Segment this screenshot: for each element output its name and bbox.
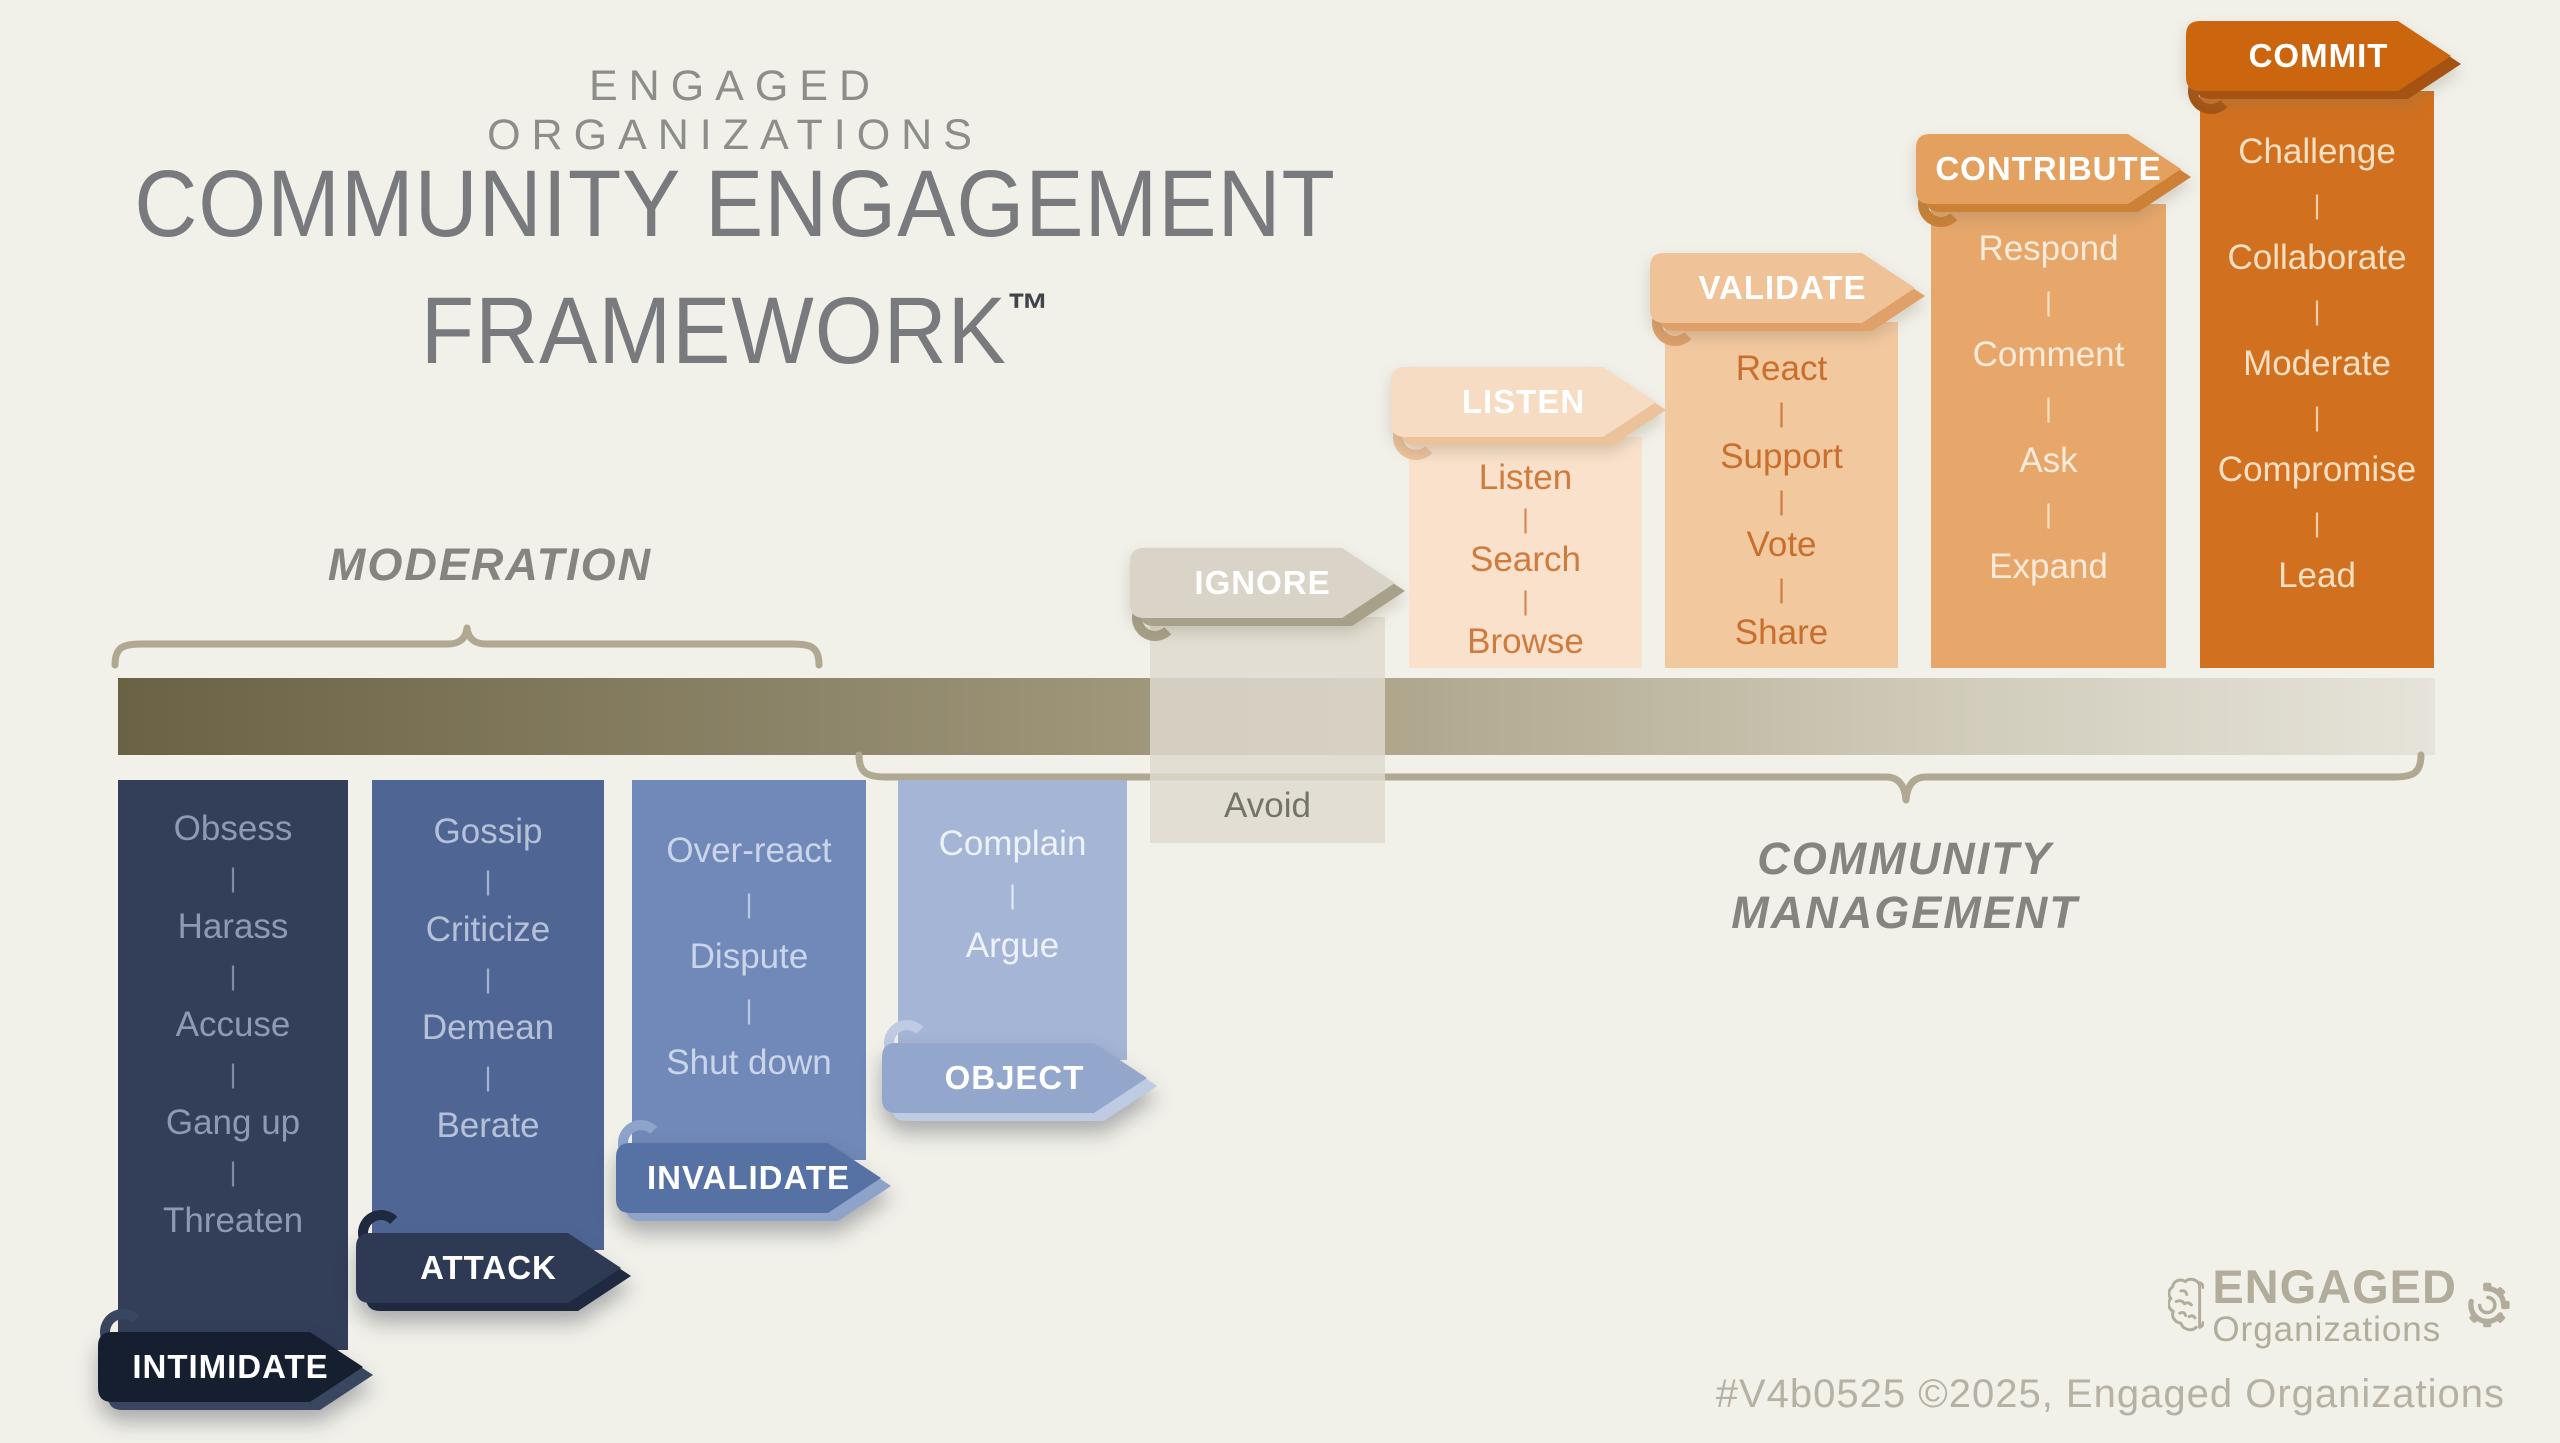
column-item: Criticize xyxy=(425,910,551,949)
title-line1: COMMUNITY ENGAGEMENT xyxy=(134,151,1336,257)
column-invalidate: Over-react | Dispute | Shut down xyxy=(632,780,866,1160)
column-item: Gossip xyxy=(433,812,543,851)
column-item: Accuse xyxy=(175,1005,291,1044)
brain-icon xyxy=(2168,1277,2205,1331)
column-item: Browse xyxy=(1467,622,1584,661)
item-separator: | xyxy=(1521,586,1529,616)
banner-label-ignore: IGNORE xyxy=(1194,564,1331,601)
column-validate: React | Support | Vote | Share xyxy=(1665,322,1898,668)
banner-label-validate: VALIDATE xyxy=(1698,269,1867,306)
column-item: Ask xyxy=(2019,441,2078,480)
community-management-line1: COMMUNITY xyxy=(1757,833,2053,884)
banner-intimidate xyxy=(98,1332,373,1410)
column-item: Search xyxy=(1470,540,1581,579)
banner-ignore xyxy=(1130,548,1405,626)
banner-listen xyxy=(1391,367,1666,445)
column-item: Comment xyxy=(1972,335,2125,374)
community-management-brace xyxy=(855,751,2425,804)
banner-contribute xyxy=(1916,134,2191,212)
moderation-brace xyxy=(111,624,823,669)
column-item: React xyxy=(1735,349,1828,388)
item-separator: | xyxy=(745,889,753,919)
column-item: Berate xyxy=(436,1106,540,1145)
item-separator: | xyxy=(229,1059,237,1089)
banner-attack xyxy=(356,1233,631,1311)
column-item: Demean xyxy=(421,1008,555,1047)
brand-kicker: ENGAGED ORGANIZATIONS xyxy=(487,62,983,159)
banner-label-object: OBJECT xyxy=(944,1059,1085,1096)
item-separator: | xyxy=(745,995,753,1025)
banner-label-invalidate: INVALIDATE xyxy=(646,1159,851,1196)
column-item: Over-react xyxy=(666,831,832,870)
column-item: Harass xyxy=(177,907,289,946)
column-item: Lead xyxy=(2278,556,2356,595)
column-item: Avoid xyxy=(1224,786,1311,825)
column-item: Challenge xyxy=(2238,132,2396,171)
item-separator: | xyxy=(484,1062,492,1092)
banner-commit xyxy=(2186,21,2461,99)
logo-text: ENGAGED Organizations xyxy=(2212,1263,2457,1347)
item-separator: | xyxy=(2313,402,2321,432)
item-separator: | xyxy=(2313,296,2321,326)
column-contribute: Respond | Comment | Ask | Expand xyxy=(1931,204,2166,668)
column-object: Complain | Argue xyxy=(898,780,1127,1060)
column-item: Expand xyxy=(1989,547,2108,586)
logo-subname: Organizations xyxy=(2212,1309,2442,1349)
item-separator: | xyxy=(484,964,492,994)
item-separator: | xyxy=(2044,287,2052,317)
trademark-symbol: ™ xyxy=(1006,283,1050,335)
banner-invalidate xyxy=(616,1143,891,1221)
banner-label-contribute: CONTRIBUTE xyxy=(1935,150,2162,187)
column-item: Gang up xyxy=(165,1103,301,1142)
column-item: Dispute xyxy=(689,937,809,976)
item-separator: | xyxy=(1521,504,1529,534)
moderation-label: MODERATION xyxy=(327,539,653,590)
item-separator: | xyxy=(1777,486,1785,516)
gear-icon xyxy=(2468,1282,2510,1327)
engaged-organizations-logo: ENGAGED Organizations xyxy=(2168,1252,2513,1357)
item-separator: | xyxy=(229,863,237,893)
column-attack: Gossip | Criticize | Demean | Berate xyxy=(372,780,604,1250)
title-line2: FRAMEWORK xyxy=(420,278,1007,384)
column-item: Vote xyxy=(1746,525,1817,564)
banner-object xyxy=(882,1043,1157,1121)
column-item: Collaborate xyxy=(2227,238,2407,277)
column-item: Complain xyxy=(938,824,1087,863)
community-management-label: COMMUNITY MANAGEMENT xyxy=(1605,832,2205,940)
banner-validate xyxy=(1650,253,1925,331)
item-separator: | xyxy=(2044,393,2052,423)
column-listen: Listen | Search | Browse xyxy=(1409,437,1642,668)
column-item: Listen xyxy=(1478,458,1573,497)
community-management-line2: MANAGEMENT xyxy=(1731,887,2079,938)
item-separator: | xyxy=(1777,574,1785,604)
column-item: Compromise xyxy=(2217,450,2417,489)
banner-label-attack: ATTACK xyxy=(420,1249,557,1286)
column-item: Argue xyxy=(965,926,1060,965)
page-title: COMMUNITY ENGAGEMENT FRAMEWORK™ xyxy=(128,152,1342,384)
column-item: Share xyxy=(1734,613,1829,652)
banner-label-intimidate: INTIMIDATE xyxy=(132,1348,329,1385)
item-separator: | xyxy=(1008,880,1016,910)
item-separator: | xyxy=(229,961,237,991)
column-ignore: Avoid xyxy=(1150,617,1385,843)
column-item: Shut down xyxy=(666,1043,832,1082)
copyright-credit: #V4b0525 ©2025, Engaged Organizations xyxy=(1715,1372,2505,1416)
logo-name: ENGAGED xyxy=(2212,1259,2457,1313)
column-commit: Challenge | Collaborate | Moderate | Compromis… xyxy=(2200,91,2434,668)
item-separator: | xyxy=(229,1157,237,1187)
item-separator: | xyxy=(2313,190,2321,220)
column-item: Obsess xyxy=(173,809,293,848)
banner-label-listen: LISTEN xyxy=(1461,383,1586,420)
column-item: Support xyxy=(1720,437,1843,476)
item-separator: | xyxy=(484,866,492,896)
column-intimidate: Obsess | Harass | Accuse | Gang up | Threaten xyxy=(118,780,348,1350)
item-separator: | xyxy=(1777,398,1785,428)
item-separator: | xyxy=(2313,508,2321,538)
column-item: Respond xyxy=(1978,229,2119,268)
banner-label-commit: COMMIT xyxy=(2248,37,2389,74)
column-item: Threaten xyxy=(162,1201,304,1240)
column-item: Moderate xyxy=(2243,344,2391,383)
item-separator: | xyxy=(2044,499,2052,529)
